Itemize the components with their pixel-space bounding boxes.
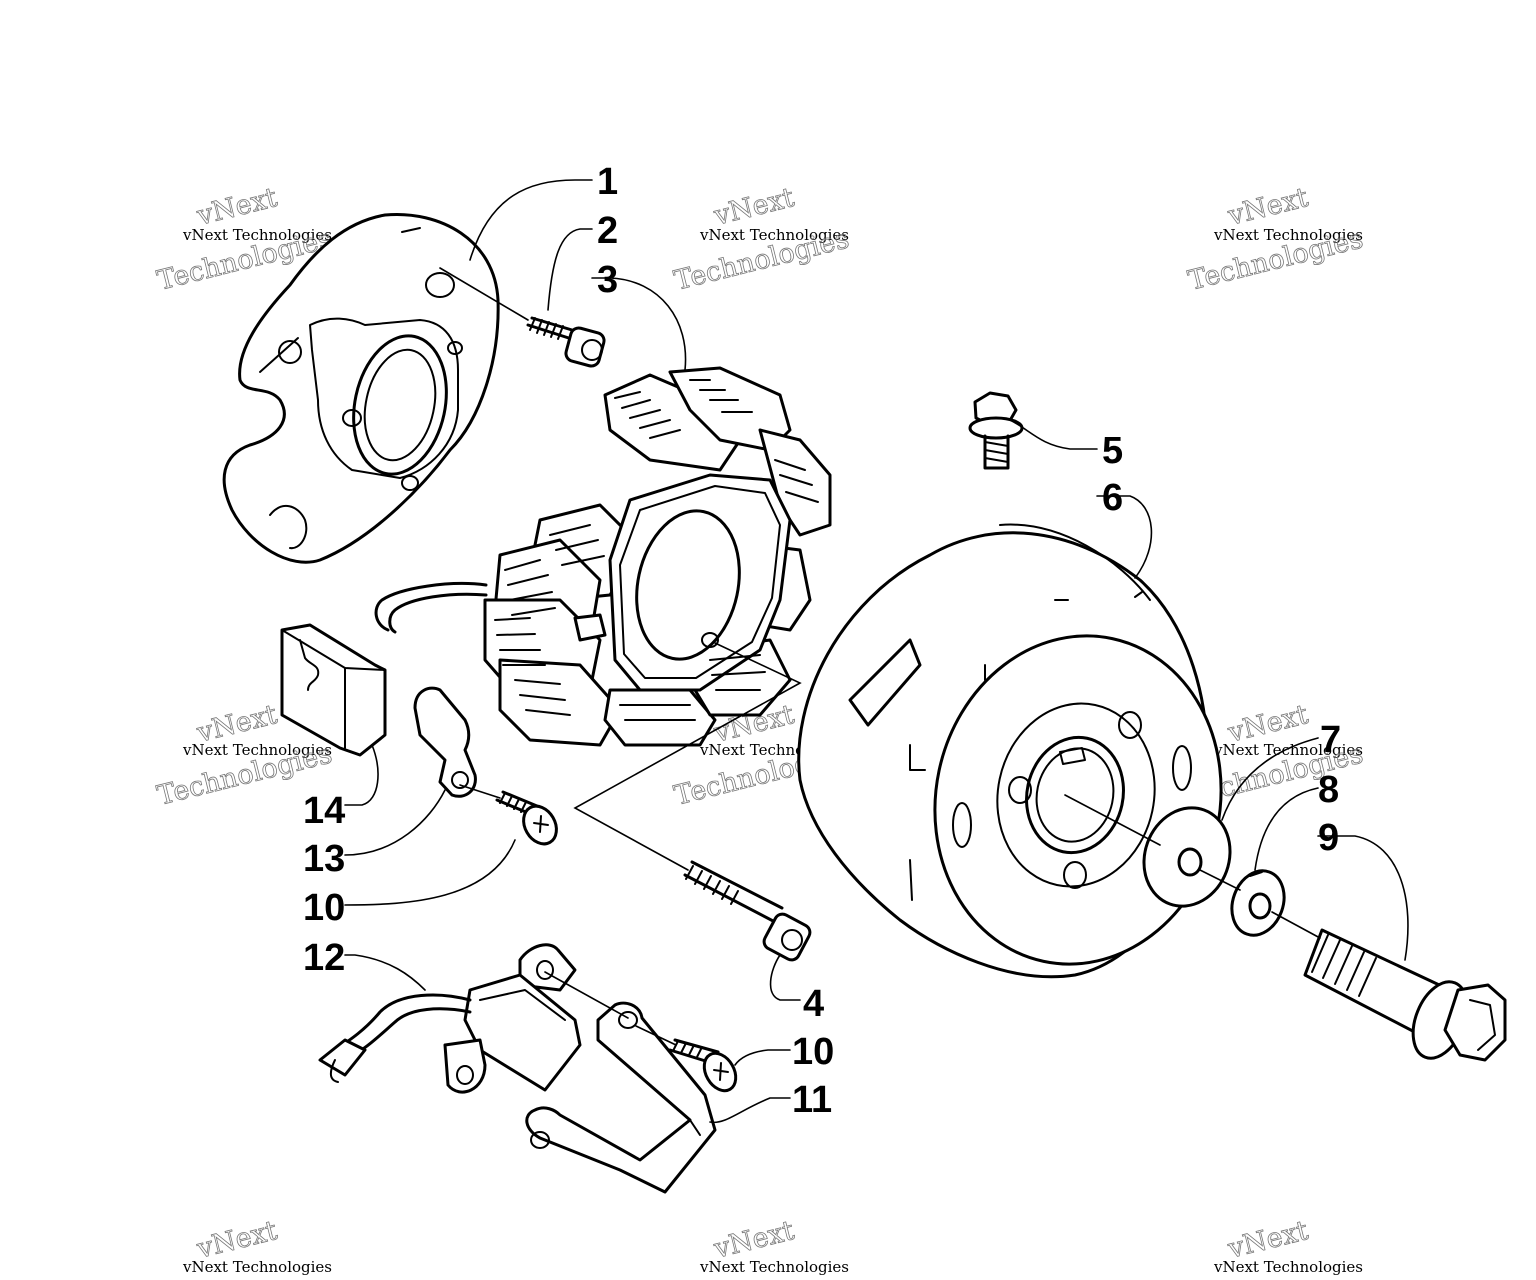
pan-head-screw-upper-part [495, 790, 558, 846]
watermark-text-small: vNext Technologies [699, 226, 849, 244]
leader-lines [344, 179, 1409, 1124]
callout-8: 8 [1318, 769, 1339, 811]
cap-screw-part [526, 316, 606, 368]
watermark-text-small: vNext Technologies [1213, 741, 1363, 759]
callout-5: 5 [1102, 430, 1123, 472]
mounting-bracket-part [525, 1001, 717, 1194]
watermark-bottom-center: vNext Technologies vNext [699, 1215, 849, 1276]
pan-head-screw-lower-part [668, 1038, 738, 1093]
watermark-text-large: vNext [193, 182, 280, 232]
callout-14: 14 [303, 790, 345, 832]
stator-screw-part [683, 860, 812, 962]
callout-6: 6 [1102, 477, 1123, 519]
callout-9: 9 [1318, 817, 1339, 859]
watermark-top-center: vNext Technologies vNext Technologies [671, 182, 853, 297]
watermark-text-small: vNext Technologies [182, 226, 332, 244]
pickup-coil-part [318, 943, 582, 1094]
callout-2: 2 [597, 210, 618, 252]
alignment-lines [439, 267, 1321, 1046]
callout-10-lower: 10 [792, 1031, 834, 1073]
flange-bolt-small-part [968, 391, 1024, 470]
watermark-text-small: vNext Technologies [699, 1258, 849, 1276]
flywheel-part [797, 523, 1223, 979]
callout-4: 4 [803, 983, 824, 1025]
stator-plate-part [222, 212, 500, 564]
callout-3: 3 [597, 259, 618, 301]
watermark-text-small: vNext Technologies [182, 1258, 332, 1276]
flange-bolt-long-part [1303, 928, 1507, 1062]
callout-11: 11 [792, 1079, 832, 1121]
watermark-text-small: vNext Technologies [1213, 1258, 1363, 1276]
watermark-text-small: vNext Technologies [1213, 226, 1363, 244]
washer-part [1142, 806, 1232, 908]
watermark-text-small: vNext Technologies [182, 741, 332, 759]
ground-clip-part [413, 686, 477, 798]
callout-12: 12 [303, 937, 345, 979]
callout-13: 13 [303, 838, 345, 880]
watermark-bottom-left: vNext Technologies vNext [182, 1215, 332, 1276]
callout-labels: 1 2 3 5 6 7 8 9 14 13 10 12 4 10 11 [303, 161, 1341, 1121]
watermark-text-large: vNext [710, 182, 797, 232]
watermark-bottom-right: vNext Technologies vNext [1213, 1215, 1363, 1276]
stator-coil-assembly [374, 366, 832, 747]
lock-washer-part [1230, 869, 1286, 937]
watermark-top-right: vNext Technologies vNext Technologies [1185, 182, 1367, 297]
voltage-regulator-part [280, 623, 387, 757]
callout-7: 7 [1320, 719, 1341, 761]
callout-1: 1 [597, 161, 618, 203]
watermark-text-large: vNext [1224, 182, 1311, 232]
callout-10: 10 [303, 887, 345, 929]
